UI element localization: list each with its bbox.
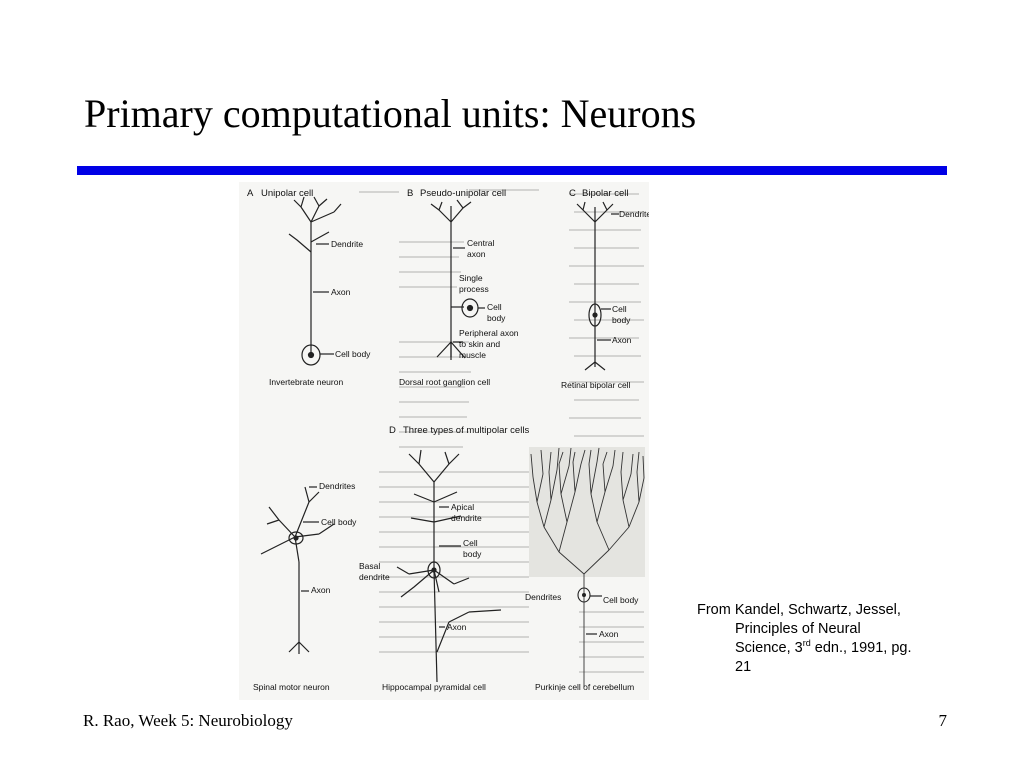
panel-b-label-single: Single (459, 273, 483, 283)
panel-d-pyramidal-label-basal: Basal (359, 561, 380, 571)
panel-d-caption-purkinje: Purkinje cell of cerebellum (535, 682, 634, 692)
panel-d-spinal-label-cell-body: Cell body (321, 517, 357, 527)
svg-text:A: A (247, 188, 254, 199)
panel-b-label-process: process (459, 284, 489, 294)
panel-d-pyramidal-label-cell: Cell (463, 538, 478, 548)
title-underline (77, 166, 947, 175)
panel-b-label-muscle: muscle (459, 350, 486, 360)
panel-d-spinal-label-dendrites: Dendrites (319, 481, 355, 491)
panel-c-label-dendrites: Dendrites (619, 209, 649, 219)
citation-line-3-post: edn., 1991, pg. (810, 640, 912, 656)
panel-c-caption: Retinal bipolar cell (561, 380, 631, 390)
page-number: 7 (938, 711, 948, 730)
citation-line-4: 21 (735, 659, 752, 675)
panel-c-label-axon: Axon (612, 335, 632, 345)
panel-a-label-dendrite: Dendrite (331, 239, 363, 249)
panel-d-pyramidal-label-apical-dendrite: dendrite (451, 513, 482, 523)
figure-citation: From Kandel, Schwartz, Jessel, Principle… (697, 601, 959, 677)
panel-b-label-central: Central (467, 238, 495, 248)
panel-b-pseudo-unipolar: B Pseudo-unipolar cell Central axon Sing… (399, 188, 519, 387)
panel-a-label-axon: Axon (331, 287, 351, 297)
panel-b-title: Pseudo-unipolar cell (420, 188, 506, 199)
panel-d-multipolar: D Three types of multipolar cells Dendri… (253, 425, 645, 692)
panel-a-caption: Invertebrate neuron (269, 377, 343, 387)
citation-line-1: From Kandel, Schwartz, Jessel, (697, 602, 901, 618)
panel-d-caption-pyramidal: Hippocampal pyramidal cell (382, 682, 486, 692)
background-page-text (359, 189, 644, 673)
panel-d-caption-spinal: Spinal motor neuron (253, 682, 330, 692)
purkinje-cell-drawing (529, 447, 645, 687)
panel-d-purkinje-label-dendrites: Dendrites (525, 592, 561, 602)
panel-d-purkinje-label-cell-body: Cell body (603, 595, 639, 605)
spinal-motor-neuron-drawing (260, 486, 335, 654)
panel-a-label-cell-body: Cell body (335, 349, 371, 359)
panel-b-label-to-skin: to skin and (459, 339, 500, 349)
panel-c-label-cell: Cell (612, 304, 627, 314)
panel-b-caption: Dorsal root ganglion cell (399, 377, 490, 387)
panel-d-pyramidal-label-body: body (463, 549, 482, 559)
panel-a-title: Unipolar cell (261, 188, 313, 199)
panel-d-title: Three types of multipolar cells (403, 425, 529, 436)
panel-d-letter: D (389, 425, 396, 436)
slide-title: Primary computational units: Neurons (84, 91, 697, 136)
panel-c-title: Bipolar cell (582, 188, 628, 199)
pyramidal-cell-drawing (396, 449, 502, 683)
bipolar-neuron-drawing (576, 201, 614, 371)
citation-edition-superscript: rd (802, 638, 811, 648)
panel-d-spinal-label-axon: Axon (311, 585, 331, 595)
panel-c-letter: C (569, 188, 576, 199)
panel-b-label-cell: Cell (487, 302, 502, 312)
citation-line-3-pre: Science, 3 (735, 640, 803, 656)
panel-a-letter: A (247, 188, 254, 199)
unipolar-neuron-drawing (288, 196, 342, 366)
citation-line-3: Science, 3rd edn., 1991, pg. (697, 639, 959, 658)
panel-d-pyramidal-label-apical: Apical (451, 502, 474, 512)
footer-course-label: R. Rao, Week 5: Neurobiology (83, 711, 293, 730)
neuron-types-figure: A Unipolar cell Dendrite Axon Cell body … (239, 182, 649, 700)
panel-d-pyramidal-label-basal-dendrite: dendrite (359, 572, 390, 582)
panel-c-label-body: body (612, 315, 631, 325)
panel-d-pyramidal-label-axon: Axon (447, 622, 467, 632)
panel-a-unipolar: A Unipolar cell Dendrite Axon Cell body … (247, 188, 371, 387)
panel-b-label-peripheral-axon: Peripheral axon (459, 328, 519, 338)
panel-b-letter: B (407, 188, 413, 199)
pseudo-unipolar-neuron-drawing (430, 199, 479, 360)
panel-b-label-axon: axon (467, 249, 486, 259)
panel-b-label-body: body (487, 313, 506, 323)
panel-d-purkinje-label-axon: Axon (599, 629, 619, 639)
citation-line-2: Principles of Neural (735, 621, 861, 637)
panel-c-bipolar: C Bipolar cell Dendrites Cell body Axon … (561, 188, 649, 390)
